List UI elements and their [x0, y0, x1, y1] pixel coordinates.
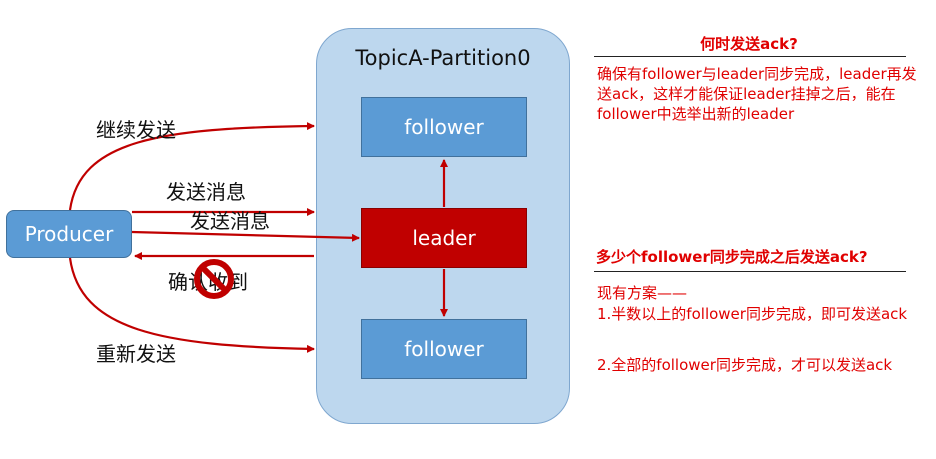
- question-2-option-2: 2.全部的follower同步完成，才可以发送ack: [597, 356, 893, 374]
- question-2-intro: 现有方案——: [597, 284, 688, 302]
- label-send-msg-1: 发送消息: [166, 180, 246, 204]
- prohibited-icon: [194, 259, 234, 299]
- question-2-title: 多少个follower同步完成之后发送ack?: [596, 248, 868, 266]
- send-msg-arrow-2: [131, 230, 360, 242]
- label-continue-send: 继续发送: [96, 118, 176, 142]
- producer-box: Producer: [6, 210, 132, 258]
- follower-top-box: follower: [361, 97, 527, 157]
- continue-send-arrow: [68, 122, 315, 211]
- question-1-title: 何时发送ack?: [700, 35, 798, 53]
- follower-bottom-box: follower: [361, 319, 527, 379]
- question-2-option-1: 1.半数以上的follower同步完成，即可发送ack: [597, 305, 908, 323]
- question-2-rule: [594, 271, 906, 272]
- question-1-rule: [594, 56, 906, 57]
- leader-box: leader: [361, 208, 527, 268]
- label-send-msg-2: 发送消息: [190, 209, 270, 233]
- question-1-answer: 确保有follower与leader同步完成，leader再发送ack，这样才能…: [597, 65, 917, 123]
- partition-title: TopicA-Partition0: [355, 46, 531, 70]
- label-resend: 重新发送: [96, 342, 176, 366]
- resend-arrow: [68, 257, 315, 353]
